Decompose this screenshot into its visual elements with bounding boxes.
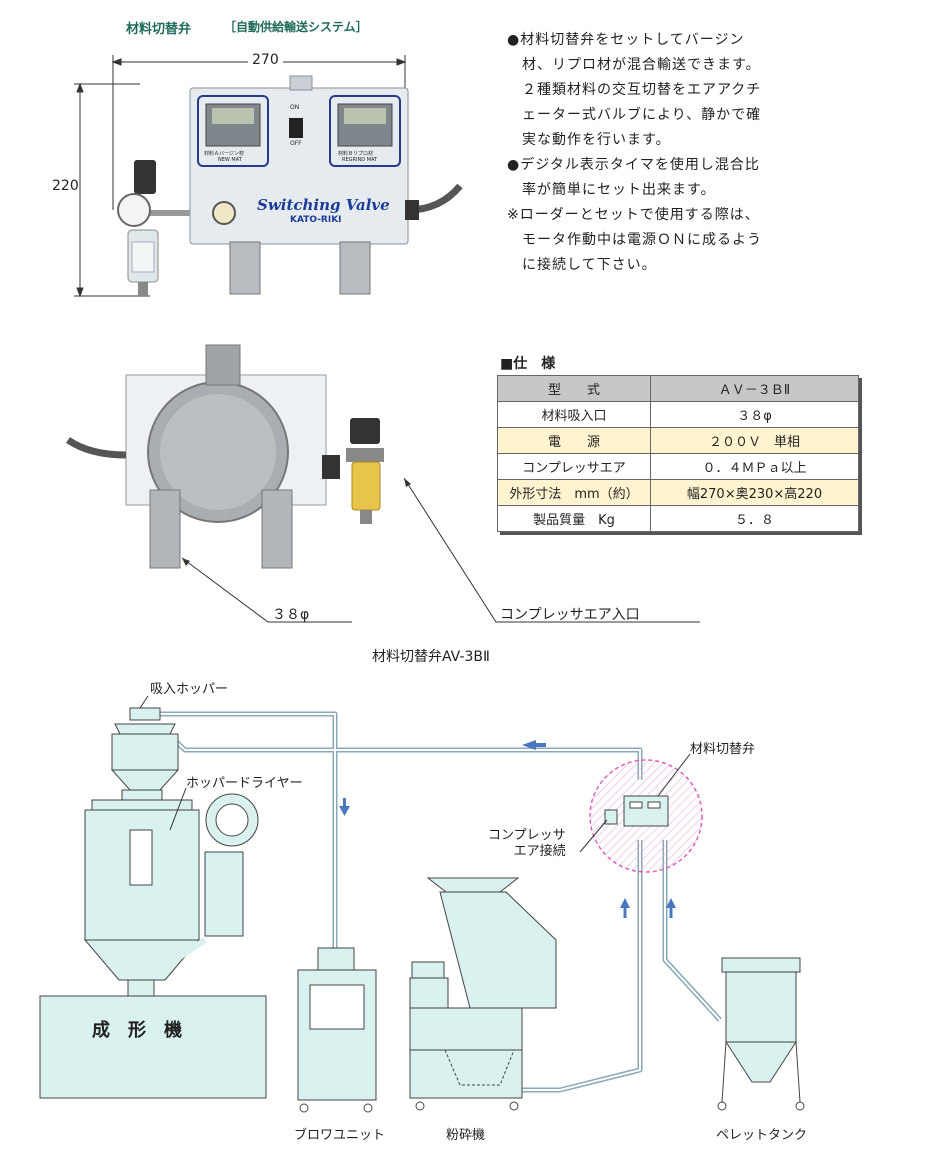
height-dimension: 220 — [52, 178, 79, 194]
spec-label: 型 式 — [497, 375, 651, 402]
label-dryer: ホッパードライヤー — [186, 776, 303, 791]
label-compressor: コンプレッサ エア接続 — [488, 828, 566, 859]
callout-lines — [181, 477, 700, 623]
label-valve: 材料切替弁 — [690, 742, 756, 757]
spec-label: 材料吸入口 — [497, 401, 651, 428]
valve-photo-top — [117, 75, 463, 296]
timer-right-sub: REGRIND MAT — [342, 157, 378, 163]
description: ●材料切替弁をセットしてバージン 材、リプロ材が混合輸送できます。 ２種類材料の… — [507, 28, 927, 278]
diagram-caption: 材料切替弁AV-3BⅡ — [372, 649, 490, 665]
spec-value: 幅270×奥230×高220 — [650, 479, 859, 506]
description-item: ●デジタル表示タイマを使用し混合比 率が簡単にセット出来ます。 — [507, 157, 760, 198]
spec-value: ２００Ｖ 単相 — [650, 427, 859, 454]
label-blower: ブロワユニット — [294, 1128, 386, 1143]
switch-on-label: ON — [290, 104, 300, 111]
valve-photo-bottom — [66, 344, 384, 569]
hopper-dryer — [83, 793, 259, 997]
spec-value: ５．８ — [650, 505, 859, 532]
callout-air: コンプレッサエア入口 — [500, 607, 640, 623]
molding-machine — [39, 995, 267, 1099]
spec-label: 製品質量 Kg — [497, 505, 651, 532]
label-hopper: 吸入ホッパー — [150, 682, 229, 697]
page-title: 材料切替弁 — [126, 22, 192, 37]
switch-off-label: OFF — [290, 140, 302, 147]
valve-symbol — [604, 795, 669, 827]
leader-lines — [139, 695, 691, 853]
pellet-tank — [717, 957, 805, 1111]
timer-left-label: 材料Ａバージン材 — [204, 151, 244, 157]
hopper-loader — [110, 707, 180, 801]
description-item: ●材料切替弁をセットしてバージン 材、リプロ材が混合輸送できます。 ２種類材料の… — [507, 32, 762, 148]
spec-label: 外形寸法 mm（約） — [497, 479, 651, 506]
blower-unit — [297, 947, 377, 1113]
label-molding: 成 形 機 — [92, 1020, 182, 1041]
spec-row: 外形寸法 mm（約）幅270×奥230×高220 — [497, 479, 859, 506]
description-item: ※ローダーとセットで使用する際は、 モータ作動中は電源ＯＮに成るよう に接続して… — [507, 207, 762, 273]
callout-inlet: ３８φ — [272, 607, 310, 623]
spec-heading: ■仕 様 — [500, 356, 556, 372]
width-dimension: 270 — [248, 52, 283, 68]
timer-right-label: 材料Ｂリプロ材 — [338, 151, 374, 157]
brand-name: Switching Valve — [257, 196, 390, 214]
crusher — [409, 877, 557, 1111]
page-subtitle: ［自動供給輸送システム］ — [224, 20, 368, 34]
brand-maker: KATO-RIKI — [290, 215, 342, 225]
label-tank: ペレットタンク — [716, 1128, 808, 1143]
label-crusher: 粉砕機 — [446, 1128, 486, 1143]
flow-arrows — [339, 740, 676, 918]
timer-left-sub: NEW MAT — [218, 157, 242, 163]
